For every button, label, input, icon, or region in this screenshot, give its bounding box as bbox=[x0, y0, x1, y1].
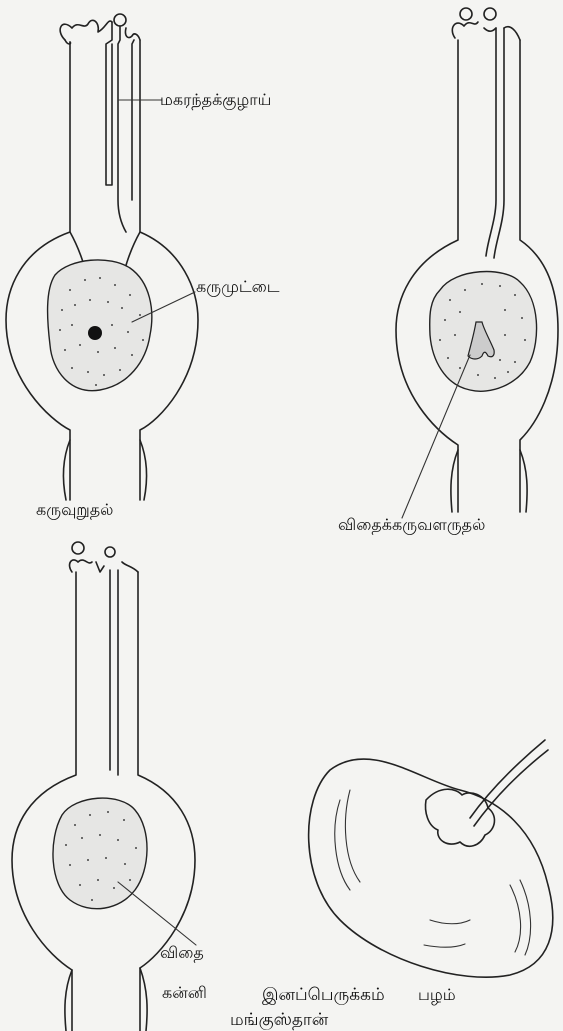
label-embryo-growth: விதைக்கருவளருதல் bbox=[338, 515, 485, 535]
pistil-seed: விதை கன்னி bbox=[12, 542, 207, 1031]
label-fertilisation: கருவுறுதல் bbox=[36, 500, 113, 520]
label-seed: விதை bbox=[160, 943, 204, 962]
caption-reproduction: இனப்பெருக்கம் bbox=[262, 985, 385, 1005]
label-pollen-tube: மகரந்தக்குழாய் bbox=[160, 90, 271, 110]
label-fruit: பழம் bbox=[418, 985, 456, 1004]
pistil-fertilisation: மகரந்தக்குழாய் கருமுட்டை கருவுறுதல் bbox=[6, 14, 280, 520]
label-ovary: கன்னி bbox=[162, 983, 207, 1002]
caption-mangosteen: மங்குஸ்தான் bbox=[230, 1010, 329, 1030]
mangosteen-fruit: பழம் bbox=[309, 740, 553, 1004]
label-egg-cell: கருமுட்டை bbox=[196, 277, 280, 297]
pistil-embryo-growth: விதைக்கருவளருதல் bbox=[338, 8, 558, 535]
